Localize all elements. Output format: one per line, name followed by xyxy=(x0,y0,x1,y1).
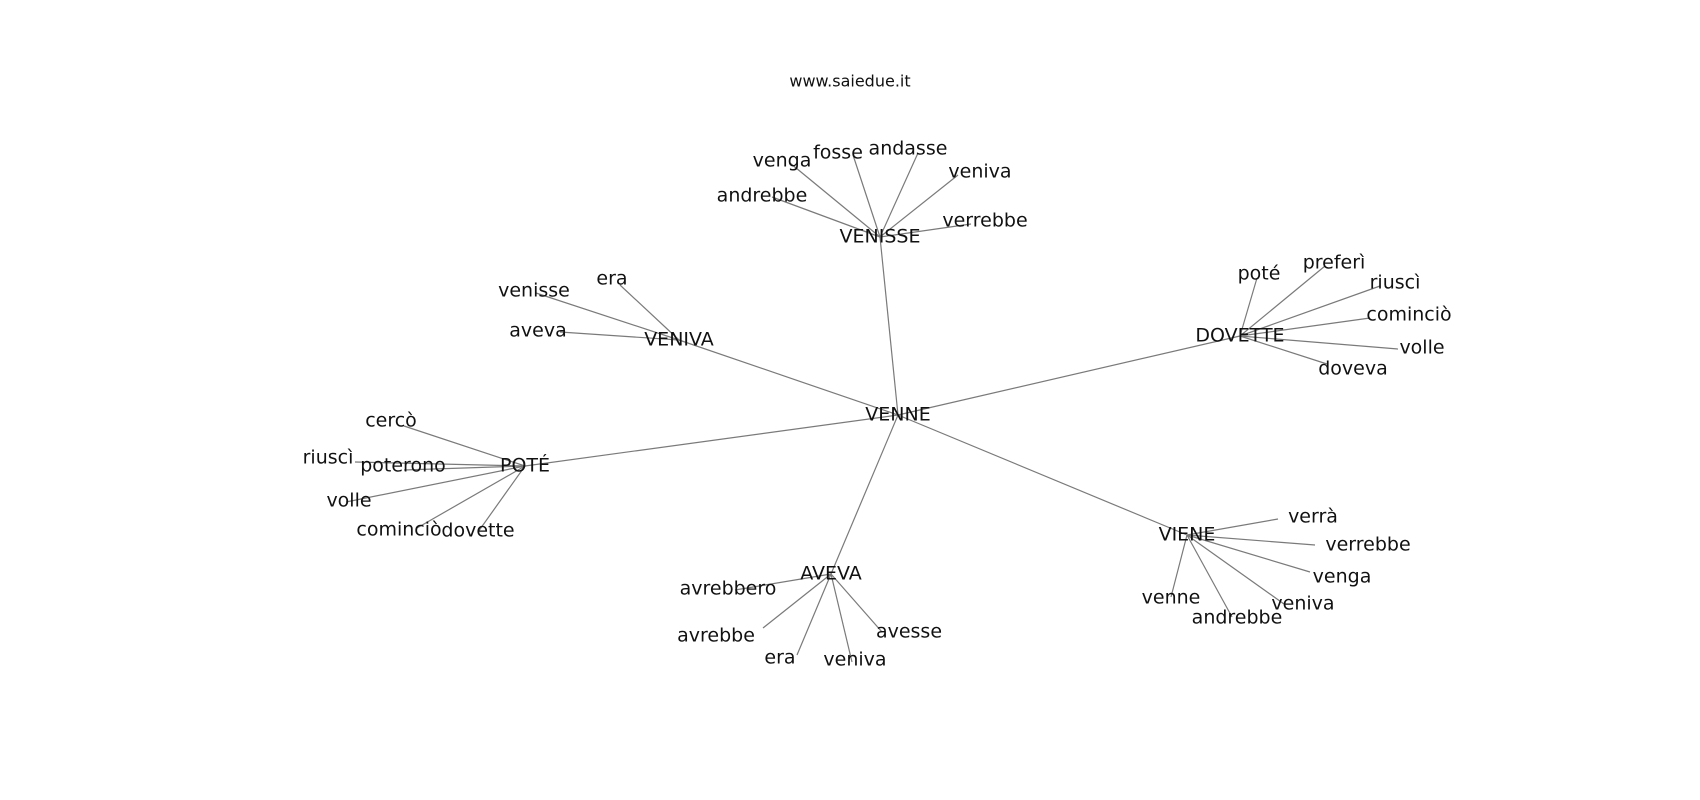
edge-hub-to-leaf xyxy=(1239,265,1326,337)
leaf-node-label: venisse xyxy=(498,280,570,302)
edge-hub-to-leaf xyxy=(354,461,526,467)
edge-hub-to-leaf xyxy=(796,573,832,656)
edge-hub-to-leaf xyxy=(879,174,959,238)
edge-hub-to-leaf xyxy=(879,223,972,238)
leaf-node-label: venne xyxy=(1142,587,1201,609)
edge-hub-to-leaf xyxy=(1186,534,1316,546)
edge-hub-to-leaf xyxy=(1239,335,1328,365)
edge-hub-to-leaf xyxy=(345,465,526,503)
center-node-label: VENNE xyxy=(865,404,930,426)
leaf-node-label: avrebbe xyxy=(677,625,755,647)
leaf-node-label: verrebbe xyxy=(942,210,1027,232)
edge-hub-to-leaf xyxy=(1170,534,1188,598)
leaf-node-label: aveva xyxy=(509,320,566,342)
leaf-node-label: era xyxy=(596,268,627,290)
leaf-node-label: andasse xyxy=(869,138,948,160)
leaf-node-label: poterono xyxy=(360,455,446,477)
edge-hub-to-leaf xyxy=(789,162,881,238)
edge-hub-to-leaf xyxy=(1239,285,1381,337)
leaf-node-label: era xyxy=(764,647,795,669)
edge-hub-to-leaf xyxy=(1186,518,1279,536)
edge-hub-to-leaf xyxy=(879,152,919,238)
leaf-node-label: dovette xyxy=(441,520,514,542)
edge-hub-to-leaf xyxy=(771,196,881,238)
leaf-node-label: cominciò xyxy=(356,519,441,541)
edge-hub-to-leaf xyxy=(559,331,680,341)
leaf-node-label: riuscì xyxy=(303,447,354,469)
edge-center-to-hub xyxy=(879,236,899,416)
leaf-node-label: doveva xyxy=(1318,358,1388,380)
edge-hub-to-leaf xyxy=(852,154,881,238)
edge-hub-to-leaf xyxy=(1186,534,1285,605)
leaf-node-label: verrebbe xyxy=(1325,534,1410,556)
leaf-node-label: veniva xyxy=(1271,593,1334,615)
edge-center-to-hub xyxy=(897,335,1241,416)
edge-hub-to-leaf xyxy=(416,465,526,529)
leaf-node-label: venga xyxy=(753,150,812,172)
edge-hub-to-leaf xyxy=(830,573,883,633)
leaf-node-label: volle xyxy=(1399,337,1444,359)
edge-hub-to-leaf xyxy=(1186,534,1311,573)
leaf-node-label: volle xyxy=(326,490,371,512)
edge-center-to-hub xyxy=(897,414,1188,536)
edge-hub-to-leaf xyxy=(477,465,526,533)
leaf-node-label: avrebbero xyxy=(680,578,777,600)
leaf-node-label: cominciò xyxy=(1366,304,1451,326)
leaf-node-label: veniva xyxy=(823,649,886,671)
edges-layer xyxy=(345,152,1399,663)
leaf-node-label: poté xyxy=(1238,263,1281,285)
edge-hub-to-leaf xyxy=(619,284,680,341)
leaf-node-label: venga xyxy=(1313,566,1372,588)
hub-node-label: AVEVA xyxy=(800,563,862,585)
edge-hub-to-leaf xyxy=(1239,335,1399,350)
edge-hub-to-leaf xyxy=(403,465,526,471)
edge-center-to-hub xyxy=(678,339,899,416)
hub-node-label: DOVETTE xyxy=(1195,325,1284,347)
hub-node-label: POTÉ xyxy=(500,454,550,477)
leaf-node-label: avesse xyxy=(876,621,942,643)
edge-hub-to-leaf xyxy=(1186,534,1233,618)
leaf-node-label: andrebbe xyxy=(1192,607,1283,629)
edge-hub-to-leaf xyxy=(403,425,526,467)
site-url: www.saiedue.it xyxy=(789,72,910,91)
edge-center-to-hub xyxy=(830,414,899,575)
edge-hub-to-leaf xyxy=(830,573,853,663)
edge-hub-to-leaf xyxy=(1239,277,1258,337)
leaf-node-label: veniva xyxy=(948,161,1011,183)
edge-hub-to-leaf xyxy=(734,573,832,591)
leaf-node-label: preferì xyxy=(1303,252,1366,274)
edge-hub-to-leaf xyxy=(762,573,832,629)
leaf-node-label: verrà xyxy=(1288,506,1338,528)
edge-center-to-hub xyxy=(524,414,899,467)
leaf-node-label: riuscì xyxy=(1370,272,1421,294)
leaf-node-label: andrebbe xyxy=(717,185,808,207)
hub-node-label: VIENE xyxy=(1159,524,1216,546)
hub-node-label: VENIVA xyxy=(644,329,714,351)
hub-node-label: VENISSE xyxy=(840,226,921,248)
edge-hub-to-leaf xyxy=(535,292,680,341)
edge-hub-to-leaf xyxy=(1239,317,1371,337)
leaf-node-label: fosse xyxy=(813,142,863,164)
leaf-node-label: cercò xyxy=(365,410,417,432)
